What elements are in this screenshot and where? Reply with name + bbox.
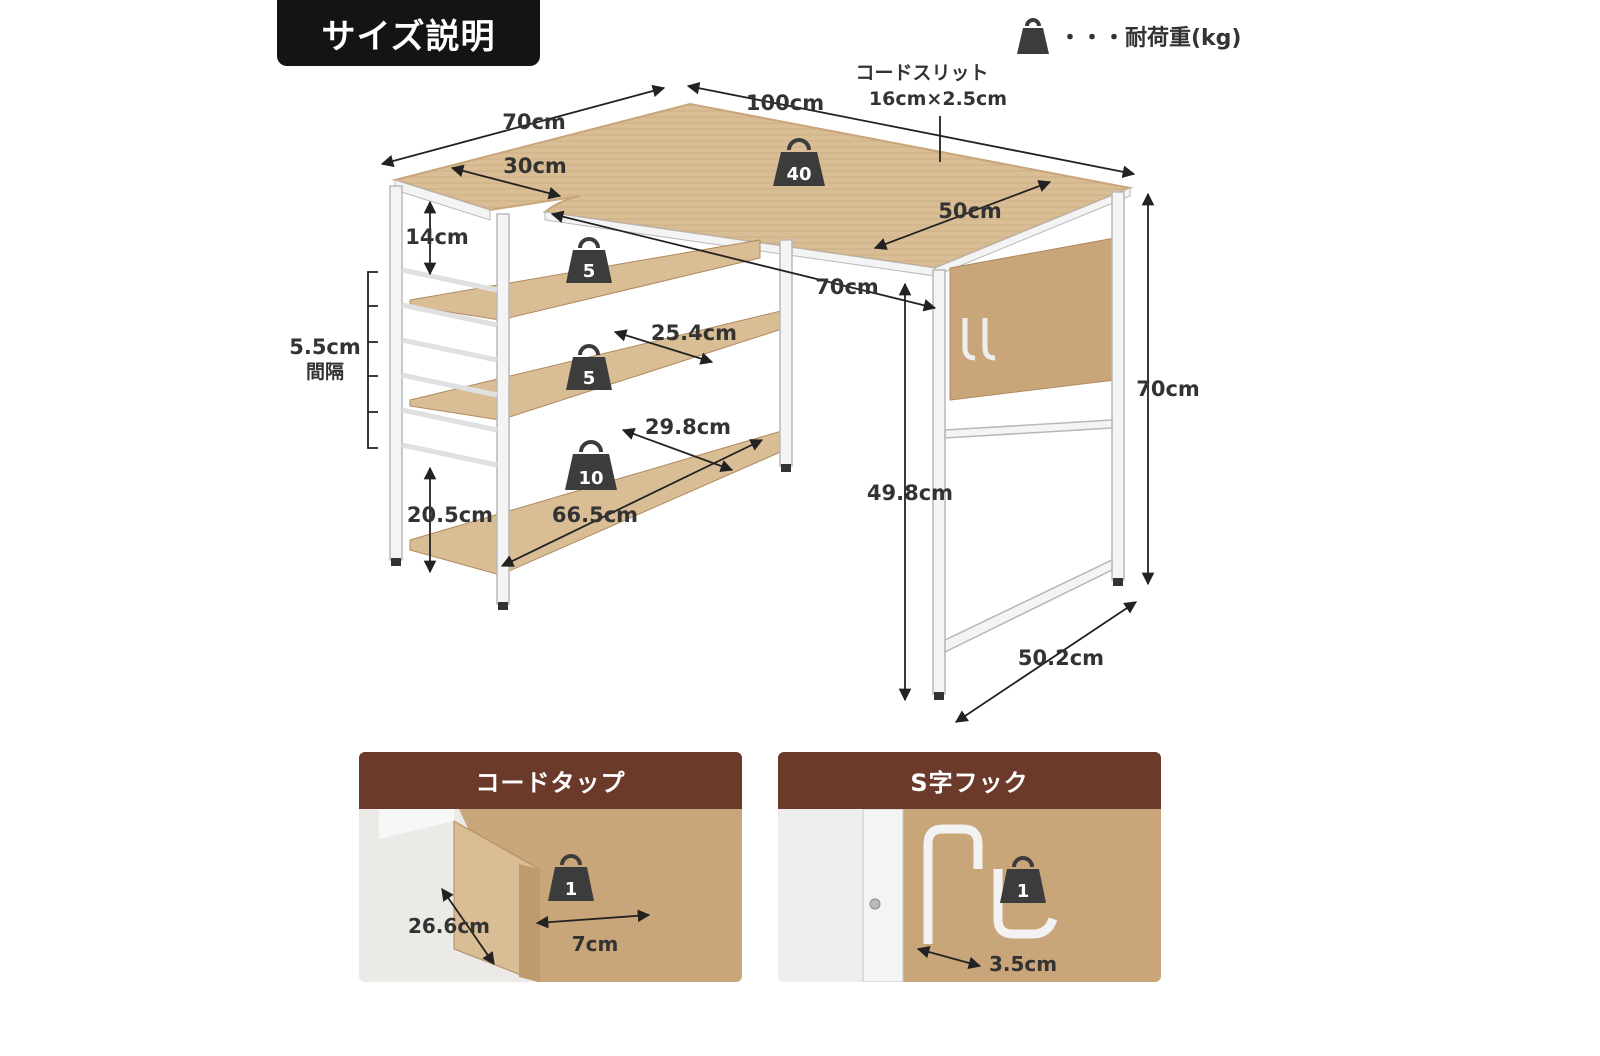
page-title: サイズ説明 <box>277 0 540 66</box>
label-leg-depth: 50.2cm <box>1018 646 1104 670</box>
dim-line-cord-tap-width <box>535 909 651 929</box>
label-s-hook-width: 3.5cm <box>989 952 1057 976</box>
feet <box>391 464 1123 700</box>
weight-icon-shelf-top: 5 <box>566 237 612 283</box>
load-desktop: 40 <box>786 164 811 185</box>
dim-line-s-hook-width <box>916 945 982 970</box>
hooks <box>962 318 996 361</box>
weight-icon-cord-tap: 1 <box>548 854 594 901</box>
weight-icon-shelf-bottom: 10 <box>565 440 617 490</box>
dim-line-shelf-width <box>500 439 764 567</box>
dim-line-top-left-depth <box>380 84 666 168</box>
weight-icon-shelf-mid: 5 <box>566 344 612 390</box>
label-cord-slit-size: 16cm×2.5cm <box>869 88 1007 110</box>
apron-panel <box>949 237 1116 401</box>
desk-diagram: 70cm 100cm コードスリット 16cm×2.5cm 30cm 50cm … <box>289 62 1200 723</box>
s-hook-photo: 1 3.5cm <box>778 809 1161 982</box>
load-legend: ・・・耐荷重(kg) <box>1015 16 1242 56</box>
weight-icon-s-hook: 1 <box>1000 856 1046 903</box>
load-shelf-mid: 5 <box>583 368 596 389</box>
cord-tap-panel: コードタップ 1 26.6cm 7cm <box>359 752 742 982</box>
load-cord-tap: 1 <box>565 879 578 900</box>
dim-line-top-width <box>686 82 1136 178</box>
ladder-rungs <box>401 267 498 468</box>
dim-line-cord-tap-height <box>441 887 495 966</box>
label-cord-tap-height: 26.6cm <box>408 914 490 938</box>
label-inner-width: 70cm <box>815 275 879 299</box>
legend-label: ・・・耐荷重(kg) <box>1059 26 1242 51</box>
interval-bracket <box>367 271 378 449</box>
label-under-height: 49.8cm <box>867 481 953 505</box>
label-shelf-depth-low: 29.8cm <box>645 415 731 439</box>
load-shelf-bottom: 10 <box>578 468 603 489</box>
dim-line-inner-depth <box>450 164 562 200</box>
dim-line-leg-depth <box>954 601 1138 723</box>
dim-line-inner-width <box>550 210 937 312</box>
weight-icon-desktop: 40 <box>773 138 825 186</box>
label-shelf-depth-mid: 25.4cm <box>651 321 737 345</box>
label-top-left-depth: 70cm <box>502 110 566 134</box>
label-cord-tap-width: 7cm <box>572 932 619 956</box>
label-shelf-width: 66.5cm <box>552 503 638 527</box>
label-desk-depth: 50cm <box>938 199 1002 223</box>
label-top-width: 100cm <box>746 91 824 115</box>
s-hook-title: S字フック <box>778 752 1161 809</box>
label-top-gap: 14cm <box>405 225 469 249</box>
cord-tap-title: コードタップ <box>359 752 742 809</box>
cord-tap-photo: 1 26.6cm 7cm <box>359 809 742 982</box>
dim-line-shelf-depth-mid <box>613 329 714 365</box>
load-s-hook: 1 <box>1017 881 1030 902</box>
label-bottom-clearance: 20.5cm <box>407 503 493 527</box>
s-hook <box>923 824 1058 944</box>
weight-icon <box>1017 18 1049 54</box>
label-interval: 間隔 <box>306 361 344 383</box>
s-hook-panel: S字フック 1 3.5cm <box>778 752 1161 982</box>
load-shelf-top: 5 <box>583 261 596 282</box>
label-cord-slit: コードスリット <box>855 62 988 84</box>
label-inner-depth: 30cm <box>503 154 567 178</box>
label-interval-value: 5.5cm <box>289 335 361 359</box>
label-total-height: 70cm <box>1136 377 1200 401</box>
